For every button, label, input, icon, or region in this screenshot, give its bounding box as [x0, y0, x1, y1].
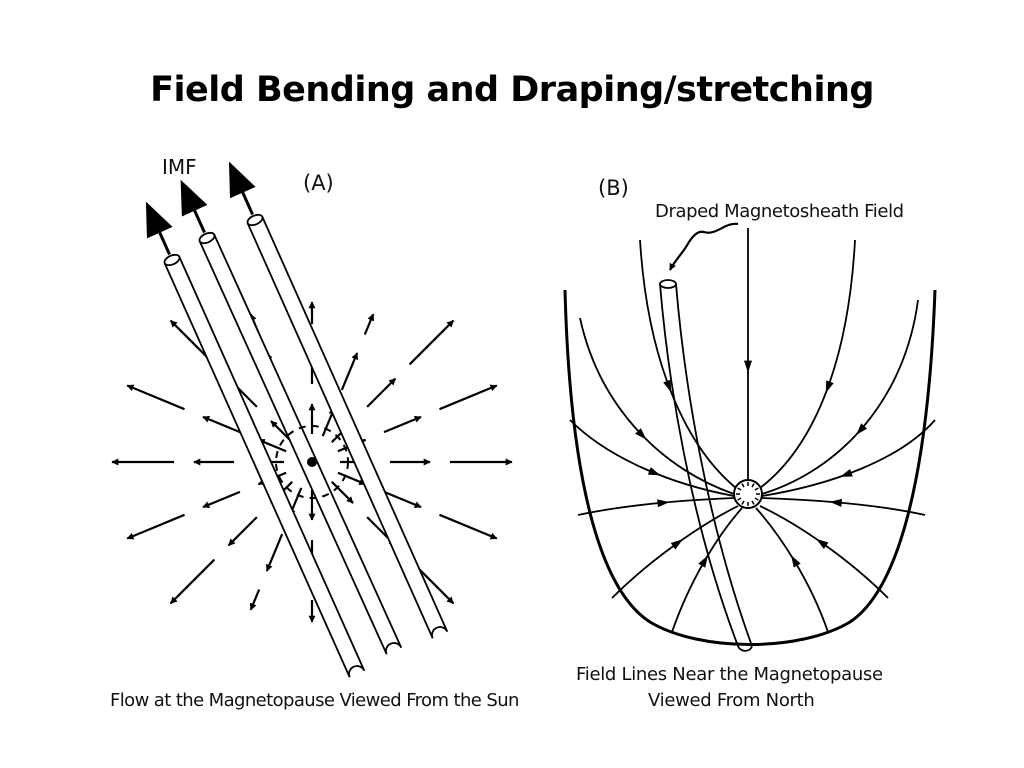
panel-a-flow-diagram — [111, 161, 513, 678]
flow-arrow — [439, 513, 498, 540]
field-line — [759, 239, 856, 489]
draped-field-label: Draped Magnetosheath Field — [655, 201, 904, 222]
flow-arrow — [340, 352, 359, 391]
flow-arrow — [126, 384, 185, 411]
magnetopause-outline — [563, 289, 937, 646]
flow-arrow — [257, 438, 287, 453]
label-pointer-arrow — [669, 222, 739, 271]
field-direction-arrow — [670, 539, 683, 550]
flux-tube — [145, 201, 366, 678]
field-line — [671, 507, 743, 633]
field-direction-arrow — [744, 360, 752, 373]
field-direction-arrow — [840, 468, 853, 477]
field-direction-arrow — [657, 499, 670, 508]
field-direction-arrow — [698, 555, 708, 568]
imf-flux-tubes — [145, 161, 449, 678]
panel-b-caption-line1: Field Lines Near the Magnetopause — [576, 664, 883, 685]
flow-arrow — [202, 490, 241, 509]
field-line — [611, 505, 739, 599]
imf-label: IMF — [162, 155, 197, 179]
field-line — [761, 419, 936, 497]
flow-arrow — [331, 481, 354, 504]
field-direction-arrow — [856, 423, 868, 435]
field-line — [761, 299, 919, 495]
flow-arrow — [126, 513, 185, 540]
flow-arrow — [202, 415, 241, 434]
flux-tube — [228, 161, 449, 639]
field-direction-arrow — [825, 380, 834, 394]
field-direction-arrow — [829, 498, 843, 507]
flow-arrow — [383, 415, 422, 434]
flow-arrow — [249, 589, 261, 611]
draped-flux-tube — [659, 279, 753, 652]
field-direction-arrow — [791, 555, 801, 568]
panel-b-caption-line2: Viewed From North — [648, 690, 815, 711]
field-line — [579, 317, 735, 495]
field-line — [759, 505, 889, 599]
flow-arrow — [383, 490, 422, 509]
field-direction-arrow — [663, 379, 672, 393]
flow-arrow — [227, 516, 258, 547]
slide-title: Field Bending and Draping/stretching — [150, 70, 874, 110]
field-direction-arrow — [816, 538, 829, 550]
flow-arrow — [337, 471, 367, 486]
field-line — [569, 419, 735, 497]
field-lines — [569, 228, 936, 633]
field-line — [577, 497, 735, 516]
stagnation-point — [307, 457, 317, 467]
null-ring-ticks — [736, 482, 760, 506]
flow-arrow — [265, 533, 284, 572]
panel-a-caption: Flow at the Magnetopause Viewed From the… — [110, 690, 519, 711]
flow-arrow — [439, 384, 498, 411]
field-direction-arrow — [635, 428, 647, 440]
field-direction-arrow — [647, 467, 661, 476]
flow-arrow — [366, 377, 397, 408]
flux-tube — [180, 179, 403, 655]
panel-b-letter: (B) — [598, 176, 629, 200]
flow-arrow — [169, 558, 216, 605]
field-null-ring — [733, 479, 763, 509]
dashed-circle — [275, 425, 349, 499]
panel-b-field-line-diagram — [563, 222, 937, 652]
flow-arrow — [363, 313, 375, 335]
field-line — [761, 497, 926, 516]
flow-arrow — [408, 319, 455, 366]
panel-a-letter: (A) — [303, 171, 334, 195]
field-line — [639, 239, 737, 489]
field-line — [755, 507, 829, 633]
stagnation-ring — [275, 425, 349, 499]
